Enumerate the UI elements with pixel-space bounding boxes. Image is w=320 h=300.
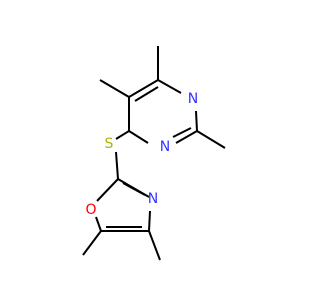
bond-c6-n1 bbox=[157, 79, 182, 94]
bond-n1-c2 bbox=[195, 110, 198, 132]
molecule-structure-svg: N N S N O bbox=[82, 46, 226, 261]
bond-oxazole-c5-o1 bbox=[95, 216, 102, 232]
bond-c5-c6 bbox=[128, 79, 159, 98]
atom-label-oxazole-n: N bbox=[148, 191, 158, 207]
atom-label-n1: N bbox=[188, 91, 198, 107]
bond-c2-methyl bbox=[196, 130, 226, 149]
bond-c5-methyl bbox=[99, 79, 130, 98]
bond-c2-n3-inner bbox=[172, 127, 192, 138]
atom-label-s: S bbox=[105, 136, 114, 152]
bond-c4-s bbox=[115, 130, 130, 140]
molecule-diagram: N N S N O bbox=[82, 46, 226, 261]
atom-label-n3: N bbox=[160, 139, 170, 155]
bond-oxazole-n3-c4 bbox=[148, 210, 151, 232]
bond-c5-c6-inner bbox=[134, 86, 159, 102]
bond-c2-n3 bbox=[175, 130, 198, 144]
bond-oxazole-o1-c2 bbox=[96, 178, 119, 202]
bond-oxazole-c2-n3-inner bbox=[122, 182, 146, 196]
atom-label-oxazole-o: O bbox=[85, 202, 96, 218]
bond-s-c2-oxazole bbox=[115, 151, 119, 180]
bond-oxazole-c4-methyl bbox=[148, 230, 161, 261]
bond-oxazole-c5-methyl bbox=[82, 230, 102, 256]
bond-n3-c4 bbox=[128, 130, 149, 144]
